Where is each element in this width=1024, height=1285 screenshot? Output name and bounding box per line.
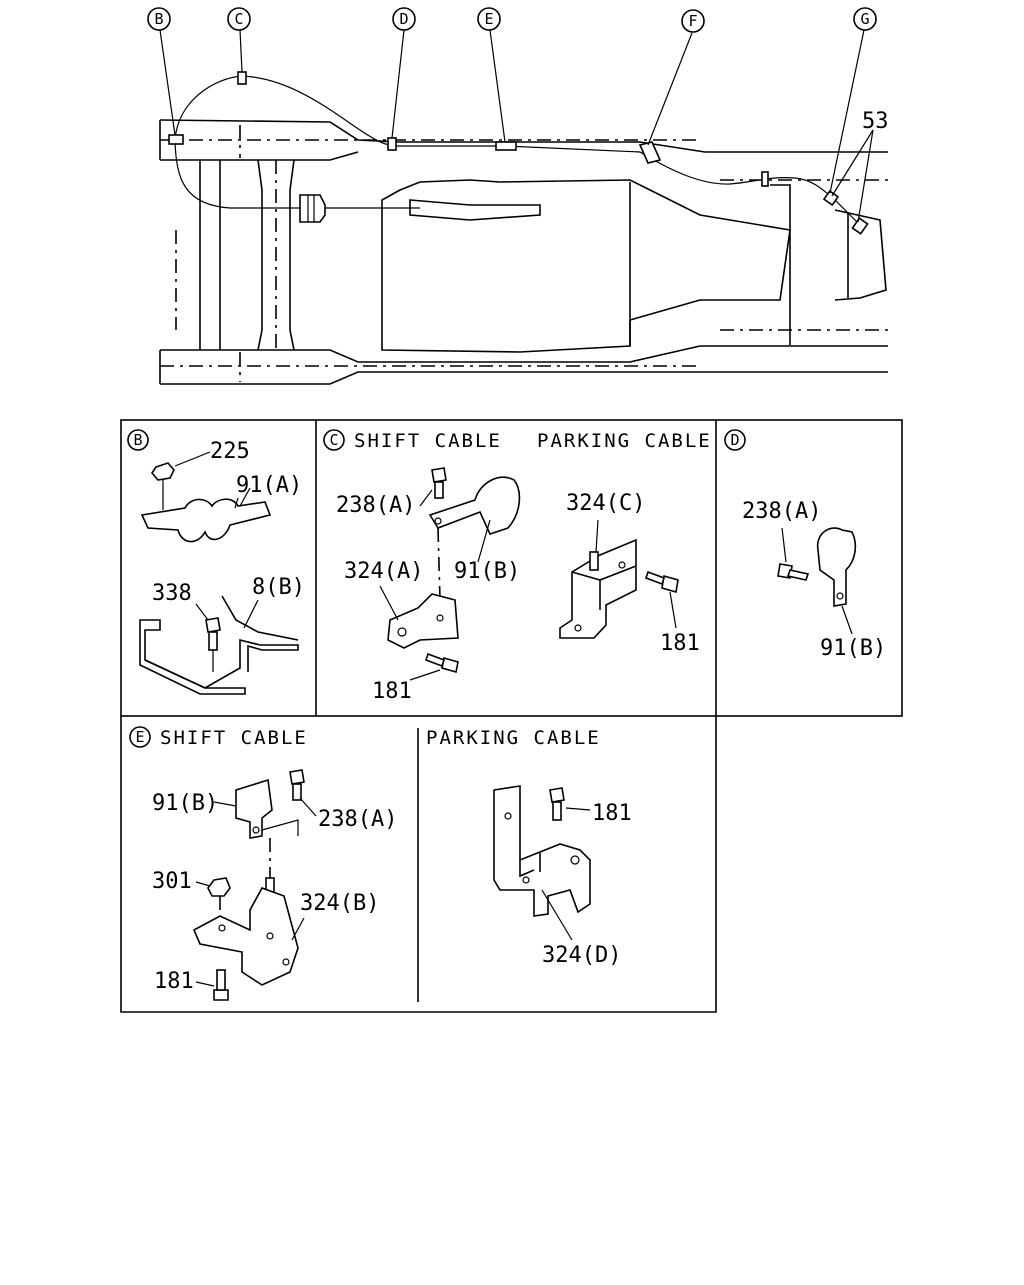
part-91b-label: 91(B): [454, 559, 520, 584]
part-324b-label: 324(B): [300, 891, 379, 916]
callout-e-letter: E: [484, 10, 493, 28]
callout-c: C: [227, 7, 251, 31]
panel-e-shift-cable-title: SHIFT CABLE: [160, 727, 308, 749]
part-181-e-right-label: 181: [592, 801, 632, 826]
detail-panel-b: B 225 91(A) 338 8(B): [127, 429, 305, 695]
callout-b: B: [147, 7, 171, 31]
part-324c-label: 324(C): [566, 491, 645, 516]
bolt-238a-icon: [431, 467, 447, 483]
part-324a-label: 324(A): [344, 559, 423, 584]
panel-e-badge: E: [135, 728, 144, 746]
panel-c-parking-cable-title: PARKING CABLE: [537, 430, 712, 452]
bracket-324b-icon: [192, 887, 299, 986]
callout-d-letter: D: [399, 10, 408, 28]
bolt-238a-e-icon: [289, 769, 305, 785]
panel-c-badge: C: [329, 431, 338, 449]
bracket-324a-icon: [387, 593, 459, 649]
part-181-e-left-label: 181: [154, 969, 194, 994]
clip-91b-e-icon: [235, 778, 273, 839]
bolt-338-icon: [205, 617, 221, 633]
part-181-left-label: 181: [372, 679, 412, 704]
callout-d: D: [392, 7, 416, 31]
bracket-324d-icon: [493, 785, 591, 917]
callout-g: G: [853, 7, 877, 31]
part-181-right-label: 181: [660, 631, 700, 656]
panel-d-badge: D: [730, 431, 739, 449]
nut-225-icon: [150, 462, 175, 481]
callout-leaders: [159, 29, 874, 223]
part-324d-label: 324(D): [542, 943, 621, 968]
callout-e: E: [477, 7, 501, 31]
panel-b-badge: B: [133, 431, 142, 449]
part-338-label: 338: [152, 581, 192, 606]
callout-g-letter: G: [860, 10, 869, 28]
part-301-label: 301: [152, 869, 192, 894]
clip-91b-d-icon: [816, 527, 857, 607]
bolt-181-e-left-icon: [213, 989, 229, 1001]
part-53-label: 53: [862, 109, 889, 134]
detail-panel-d: D 238(A) 91(B): [724, 429, 886, 661]
nut-301-icon: [207, 877, 231, 897]
part-8b-label: 8(B): [252, 575, 305, 600]
part-238a-e-label: 238(A): [318, 807, 397, 832]
chassis-overview: [159, 71, 890, 385]
callout-f: F: [681, 9, 705, 33]
part-238a-label: 238(A): [336, 493, 415, 518]
detail-panel-c: C SHIFT CABLE PARKING CABLE 238(A) 91(B)…: [323, 429, 712, 704]
detail-panel-frames: [120, 419, 903, 1013]
part-91b-e-label: 91(B): [152, 791, 218, 816]
detail-panel-e: E SHIFT CABLE PARKING CABLE 91(B) 238(A)…: [129, 726, 632, 1001]
part-225-label: 225: [210, 439, 250, 464]
bracket-324c-icon: [559, 538, 637, 639]
callout-b-letter: B: [154, 10, 163, 28]
bolt-181-e-right-icon: [549, 787, 565, 803]
callout-f-letter: F: [688, 12, 697, 30]
clamp-91a-icon: [140, 498, 272, 543]
callout-c-letter: C: [234, 10, 243, 28]
part-238a-d-label: 238(A): [742, 499, 821, 524]
clip-91b-c-icon: [428, 476, 521, 535]
part-91b-d-label: 91(B): [820, 636, 886, 661]
panel-c-shift-cable-title: SHIFT CABLE: [354, 430, 502, 452]
panel-e-parking-cable-title: PARKING CABLE: [426, 727, 601, 749]
